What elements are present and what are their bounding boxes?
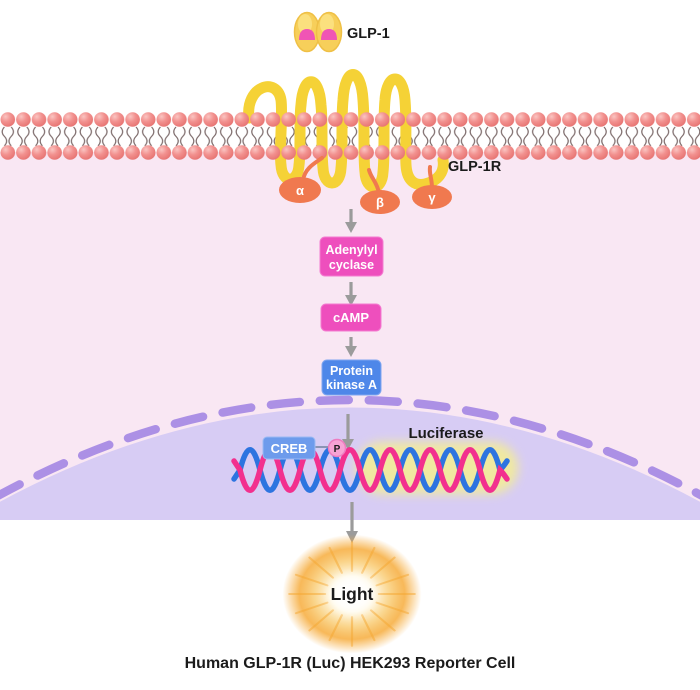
- pka-label-line2: kinase A: [326, 378, 377, 392]
- light-core: [329, 574, 375, 614]
- light-burst-icon: Light: [282, 534, 422, 654]
- signal-arrow-2: [345, 282, 357, 306]
- ligand-highlight: [298, 14, 312, 34]
- creb-box: [262, 436, 316, 460]
- signal-arrow-3: [345, 337, 357, 357]
- light-rays: [288, 541, 416, 647]
- cell-membrane: [0, 112, 700, 160]
- signal-arrow-4: [342, 414, 354, 450]
- adenylyl-cyclase-label-line2: cyclase: [329, 258, 374, 272]
- signal-arrow-1: [345, 209, 357, 233]
- ligand-highlight: [320, 14, 334, 34]
- adenylyl-cyclase-label-line1: Adenylyl: [325, 243, 377, 257]
- adenylyl-cyclase-box: [319, 236, 384, 277]
- nucleus-region: [0, 407, 700, 520]
- g-beta-label: β: [376, 195, 384, 210]
- glp1-label: GLP-1: [347, 26, 390, 42]
- light-label: Light: [331, 584, 374, 604]
- phosphate-label: P: [334, 444, 341, 455]
- pka-box: [321, 359, 382, 396]
- phosphate-badge: [327, 438, 347, 458]
- camp-label: cAMP: [333, 310, 369, 325]
- glp1-ligand-icon: [293, 11, 343, 53]
- creb-label: CREB: [271, 441, 308, 456]
- glp1r-label: GLP-1R: [448, 159, 502, 175]
- luciferase-label: Luciferase: [408, 425, 483, 442]
- g-alpha-label: α: [296, 183, 304, 198]
- g-protein-gamma: [412, 185, 452, 209]
- ligand-dome-right: [321, 29, 337, 40]
- dna-strand-blue: [231, 447, 510, 493]
- pka-label-line1: Protein: [330, 364, 373, 378]
- g-protein-beta: [360, 190, 400, 214]
- nucleus-envelope-dashed-border: [0, 395, 700, 500]
- ligand-dome-left: [299, 29, 315, 40]
- g-protein-alpha: [279, 177, 321, 203]
- caption: Human GLP-1R (Luc) HEK293 Reporter Cell: [185, 655, 516, 672]
- g-gamma-stalk: [427, 165, 434, 190]
- g-gamma-label: γ: [428, 190, 436, 205]
- g-alpha-stalk: [301, 156, 324, 182]
- camp-box: [320, 303, 382, 332]
